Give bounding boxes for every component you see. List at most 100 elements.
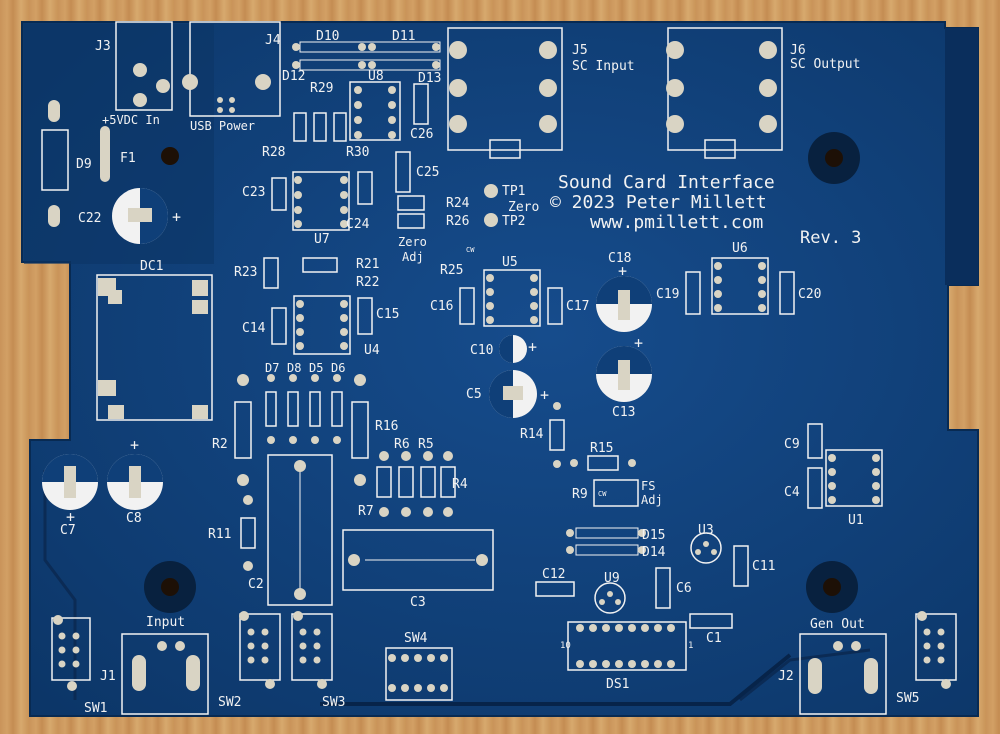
r14-label: R14 [520,427,544,442]
c1-label: C1 [706,631,722,646]
r4-r7-resistor-array [376,451,456,517]
d9-pads [48,100,60,227]
r14-resistor [549,402,565,468]
c3-label: C3 [410,595,426,610]
j3-caption: +5VDC In [102,113,160,127]
r28-r29-r30-resistors [293,112,347,142]
mounting-hole-bottom-left [144,561,196,613]
sw4-label: SW4 [404,631,428,646]
tp1-label: TP1 [502,184,525,199]
board-revision: Rev. 3 [800,228,861,248]
d10-label: D10 [316,29,339,44]
d14-d15-diodes [566,527,646,556]
r26-label: R26 [446,214,469,229]
c5-plus: + [540,386,549,404]
r16-label: R16 [375,419,398,434]
c22-label: C22 [78,211,101,226]
j4-caption: USB Power [190,119,255,133]
j2-label: J2 [778,669,794,684]
mounting-hole-top-left [161,147,179,165]
c17-label: C17 [566,299,589,314]
tp1-tp2-pads [484,184,498,227]
c8-plus: + [130,436,139,454]
u7-ic [292,171,350,231]
c22-plus: + [172,208,181,226]
r6-label: R6 [394,437,410,452]
r9-trimmer [593,479,639,507]
ds1-pin1-label: 1 [688,641,693,651]
u5-ic [483,269,541,327]
c9-label: C9 [784,437,800,452]
r29-label: R29 [310,81,333,96]
c4-label: C4 [784,485,800,500]
u1-label: U1 [848,513,864,528]
r5-label: R5 [418,437,434,452]
j5-caption: SC Input [572,59,635,74]
c24-label: C24 [346,217,370,232]
c18-label: C18 [608,251,631,266]
r16-resistor [351,374,369,486]
c3-outline [342,529,494,591]
d5-label: D5 [309,361,323,375]
d15-label: D15 [642,528,665,543]
mounting-hole-bottom-right [806,561,858,613]
d6-label: D6 [331,361,345,375]
sw4-footprint [385,647,453,701]
c20-label: C20 [798,287,821,302]
j6-caption: SC Output [790,57,860,72]
u8-ic [349,81,401,141]
j5-footprint [447,27,563,159]
r9-cw-label: CW [598,490,607,498]
d12-label: D12 [282,69,305,84]
r21-label: R21 [356,257,379,272]
sw1-footprint [51,615,91,691]
r22-label: R22 [356,275,379,290]
r24-label: R24 [446,196,470,211]
c13-body [596,346,652,402]
j1-footprint [121,633,209,715]
c11-label: C11 [752,559,775,574]
ground-trace [320,653,792,706]
u4-ic [293,295,351,355]
zero-adj-label-2: Adj [402,250,424,264]
c13-label: C13 [612,405,635,420]
u9-regulator [594,582,626,614]
j1-label: J1 [100,669,116,684]
r4-label: R4 [452,477,468,492]
r7-label: R7 [358,504,374,519]
u4-label: U4 [364,343,380,358]
sw5-label: SW5 [896,691,919,706]
r9-label: R9 [572,487,588,502]
c25-label: C25 [416,165,439,180]
j1-caption: Input [146,615,185,630]
j4-outline [189,21,281,117]
dc1-label: DC1 [140,259,163,274]
c12-label: C12 [542,567,565,582]
r2-resistor [234,374,252,486]
r28-label: R28 [262,145,285,160]
j2-caption: Gen Out [810,617,865,632]
c2-label: C2 [248,577,264,592]
r15-label: R15 [590,441,613,456]
c6-label: C6 [676,581,692,596]
u3-label: U3 [698,523,714,538]
c7-label: C7 [60,523,76,538]
mounting-hole-top-right [808,132,860,184]
zero-label: Zero [508,200,539,215]
u9-label: U9 [604,571,620,586]
c19-label: C19 [656,287,679,302]
r2-label: R2 [212,437,228,452]
fs-label-1: FS [641,479,655,493]
u3-regulator [690,532,722,564]
j4-label: J4 [265,33,281,48]
d10-d11-d12-d13-diodes [292,41,441,71]
r25-cw-label: CW [466,246,475,254]
d11-label: D11 [392,29,415,44]
j5-label: J5 [572,43,588,58]
c7-body [42,454,98,510]
u1-ic [825,449,883,507]
u7-label: U7 [314,232,330,247]
dc1-outline [96,274,213,421]
c2-outline [267,454,333,606]
c13-plus: + [634,334,643,352]
